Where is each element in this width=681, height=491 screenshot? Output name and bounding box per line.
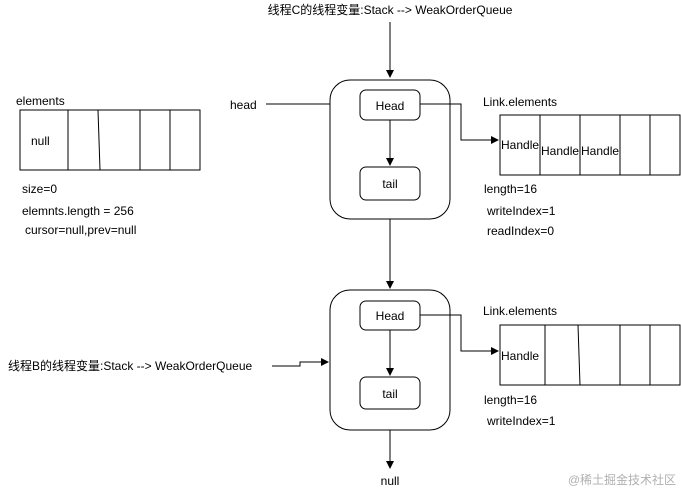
left-label-arrow	[272, 358, 329, 367]
watermark: @稀土掘金技术社区	[568, 472, 676, 487]
elements-cell-0: null	[31, 134, 50, 148]
queue1-link-title: Link.elements	[483, 95, 557, 109]
queue2-tail-node	[359, 376, 421, 410]
elements-size: size=0	[22, 182, 57, 196]
elements-cursor: cursor=null,prev=null	[25, 223, 136, 237]
queue2-link-title: Link.elements	[483, 304, 557, 318]
queue1-link-array	[499, 114, 681, 176]
queue1-link-connector	[420, 103, 499, 144]
elements-array	[19, 109, 201, 171]
queue2-link-cell-0: Handle	[501, 349, 539, 363]
queue2-link-array	[499, 324, 681, 386]
elements-length: elemnts.length = 256	[22, 204, 134, 218]
queue1-link-cell-0: Handle	[501, 138, 539, 152]
elements-title: elements	[16, 94, 65, 108]
queue2-link-connector	[420, 314, 499, 355]
head-label: head	[230, 98, 257, 112]
queue1-length: length=16	[484, 182, 537, 196]
bottom-null-label: null	[381, 474, 400, 488]
queue1-tail-label: tail	[382, 177, 397, 191]
queue1-link-cell-1: Handle	[541, 144, 579, 158]
queue1-write-index: writeIndex=1	[486, 204, 556, 218]
queue1-read-index: readIndex=0	[487, 224, 554, 238]
queue2-tail-label: tail	[382, 387, 397, 401]
queue1-link-cell-2: Handle	[581, 144, 619, 158]
queue1-tail-node	[359, 166, 421, 201]
queue1-head-label: Head	[376, 99, 405, 113]
top-label: 线程C的线程变量:Stack --> WeakOrderQueue	[268, 2, 513, 17]
queue2-length: length=16	[484, 393, 537, 407]
queue2-write-index: writeIndex=1	[486, 414, 556, 428]
left-label: 线程B的线程变量:Stack --> WeakOrderQueue	[8, 358, 253, 373]
queue2-head-label: Head	[376, 309, 405, 323]
